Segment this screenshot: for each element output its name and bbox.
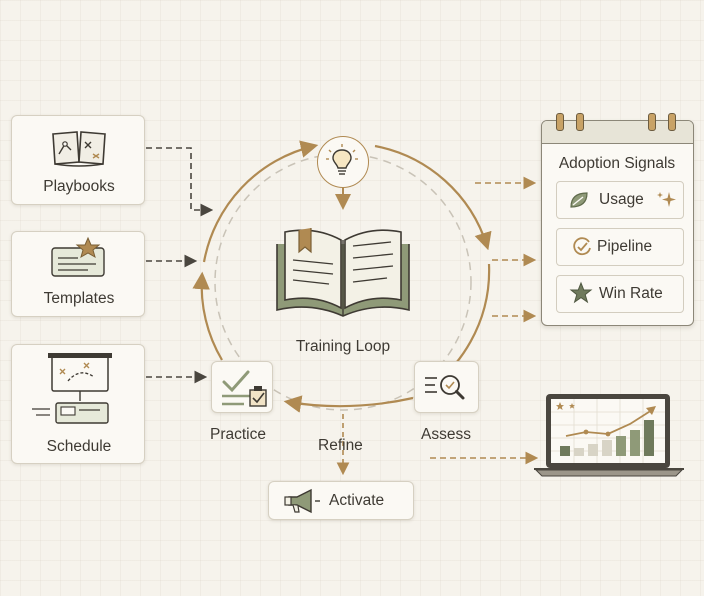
laptop-chart-icon	[534, 394, 684, 477]
activate-button[interactable]: Activate	[268, 481, 414, 520]
usage-label: Usage	[599, 191, 644, 208]
win-rate-star-icon	[569, 281, 593, 304]
templates-label: Templates	[43, 290, 115, 307]
loop-arc-bottom	[283, 395, 414, 413]
binder-ring	[556, 113, 564, 131]
refine-label: Refine	[318, 437, 363, 454]
magnifier-list-icon	[425, 375, 465, 400]
playbooks-connector	[146, 147, 214, 217]
usage-leaf-icon	[570, 192, 588, 208]
schedule-card[interactable]: Schedule	[11, 344, 145, 464]
pipeline-label: Pipeline	[597, 238, 653, 255]
assess-label: Assess	[421, 426, 471, 443]
signal-item-pipeline[interactable]: Pipeline	[556, 228, 684, 266]
binder-ring	[576, 113, 584, 131]
practice-node[interactable]	[211, 361, 273, 413]
training-loop-label: Training Loop	[295, 338, 391, 355]
signal-item-usage[interactable]: Usage	[556, 181, 684, 219]
adoption-signals-panel: Adoption Signals Usage Pipeline Win Rate	[541, 113, 694, 326]
signal-panel-header	[542, 113, 693, 144]
loop-arc-left-top	[202, 140, 319, 263]
adoption-signals-title: Adoption Signals	[558, 155, 676, 172]
template-star-icon	[51, 236, 105, 277]
activate-label: Activate	[329, 492, 385, 509]
sparkle-icon	[657, 192, 676, 207]
binder-ring	[668, 113, 676, 131]
loop-arc-top-right	[374, 144, 492, 251]
checklist-icon	[222, 370, 267, 407]
signal-item-win-rate[interactable]: Win Rate	[556, 275, 684, 313]
templates-card[interactable]: Templates	[11, 231, 145, 317]
schedule-board-icon	[32, 353, 112, 424]
lightbulb-badge	[317, 136, 369, 188]
open-book-icon	[276, 228, 410, 317]
lightbulb-icon	[326, 144, 358, 175]
pipeline-check-icon	[573, 237, 591, 256]
practice-label: Practice	[210, 426, 266, 443]
megaphone-icon	[284, 488, 320, 514]
assess-node[interactable]	[414, 361, 479, 413]
playbooks-card[interactable]: Playbooks	[11, 115, 145, 205]
schedule-label: Schedule	[46, 438, 112, 455]
win-rate-label: Win Rate	[599, 285, 663, 302]
playbooks-label: Playbooks	[43, 178, 115, 195]
playbook-map-icon	[52, 131, 106, 167]
binder-ring	[648, 113, 656, 131]
loop-arc-left	[192, 271, 223, 361]
